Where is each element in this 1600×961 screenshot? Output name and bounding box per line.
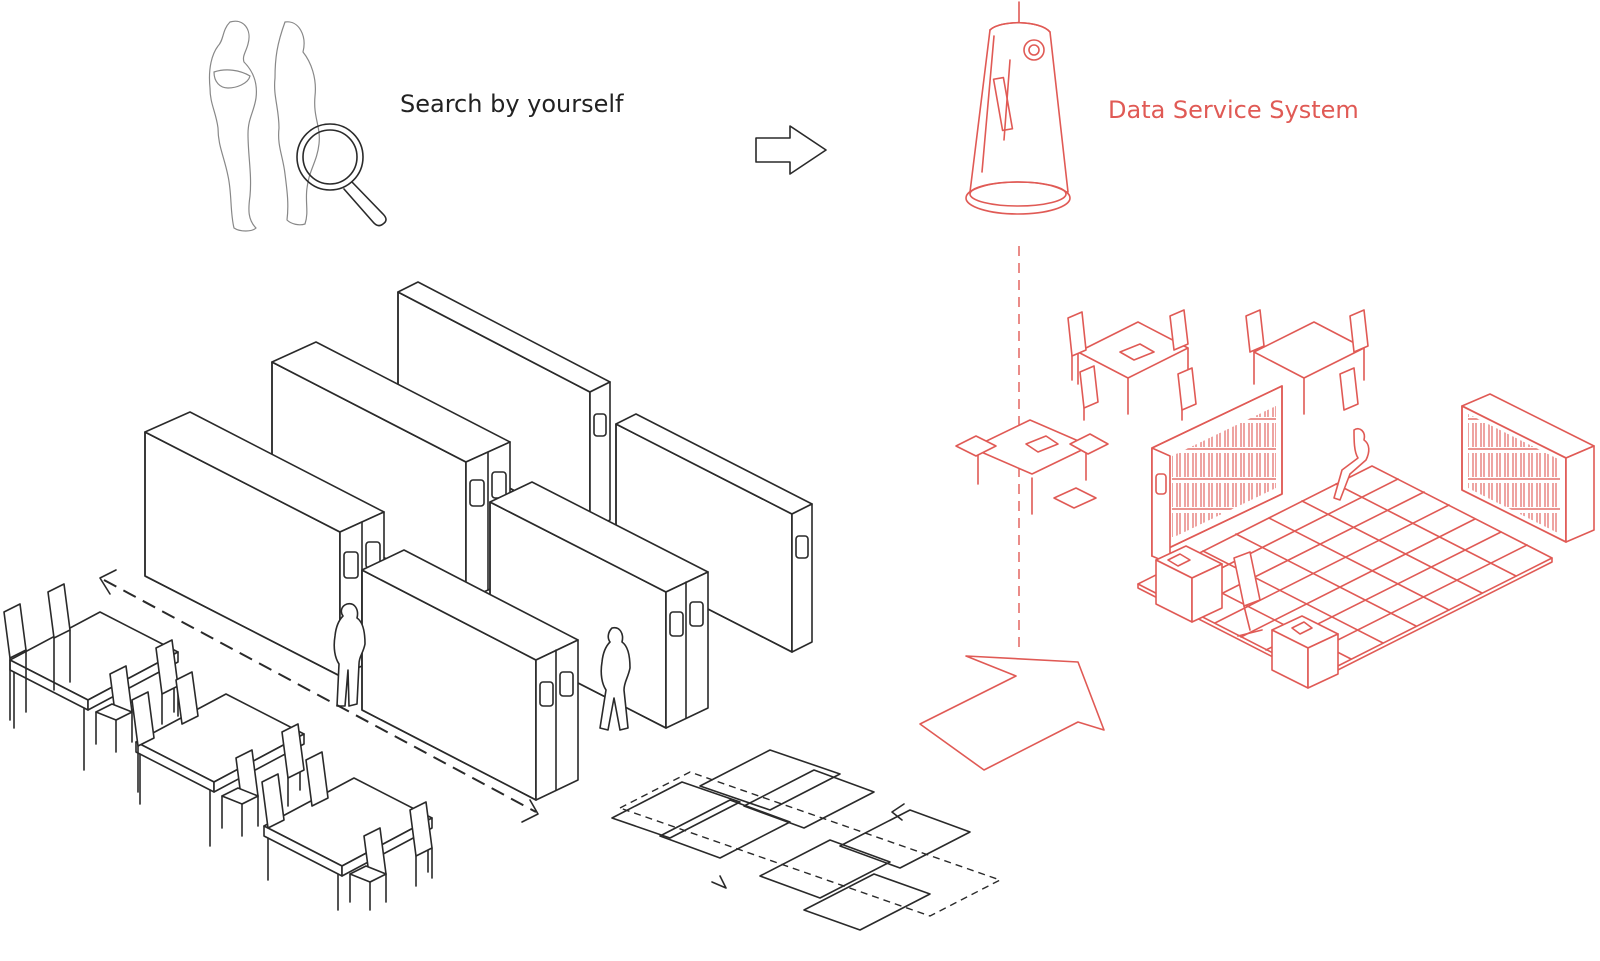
reading-table (135, 693, 305, 847)
person-figure (333, 602, 366, 707)
big-arrow-icon (919, 655, 1105, 771)
magnifier-icon (296, 123, 387, 227)
red-chair (1245, 309, 1265, 353)
chair (305, 751, 329, 807)
red-chair (1177, 367, 1197, 421)
red-office-chair (1233, 551, 1263, 637)
slot-arrowhead (711, 875, 727, 889)
red-desk (1155, 545, 1223, 623)
floor-slots (611, 749, 1002, 931)
service-robot-icon (965, 1, 1071, 215)
search-by-yourself-label: Search by yourself (400, 90, 624, 118)
chair (131, 691, 155, 793)
red-table (1253, 321, 1365, 415)
reading-table (263, 777, 433, 911)
walking-path (103, 579, 537, 813)
red-low-table (955, 419, 1109, 515)
red-chair (1067, 311, 1087, 381)
bookcase (361, 549, 579, 801)
chair (175, 671, 199, 725)
chair (95, 665, 133, 753)
chair (3, 603, 27, 721)
path-arrowhead (99, 569, 117, 595)
path-arrowhead (521, 799, 539, 823)
people-searching-illustration (208, 20, 320, 232)
chair (47, 583, 71, 691)
chair (221, 749, 259, 837)
chair (261, 773, 285, 829)
arrow-right-icon (755, 125, 827, 175)
reading-table (9, 611, 179, 771)
chair (349, 827, 387, 911)
red-desk (1271, 615, 1339, 689)
data-service-system-label: Data Service System (1108, 96, 1359, 124)
red-person-figure (1333, 427, 1370, 501)
red-bookcase (1461, 393, 1595, 543)
slot-arrowhead (891, 803, 905, 821)
bookcase (397, 281, 611, 531)
red-chair (1339, 367, 1359, 411)
red-chair (1349, 309, 1369, 353)
chair (281, 723, 305, 807)
red-chair (1169, 309, 1189, 351)
bookcase (615, 413, 813, 653)
red-chair (1079, 365, 1099, 421)
person-figure (599, 626, 631, 731)
chair (409, 801, 433, 887)
red-bookcase (1151, 385, 1283, 565)
